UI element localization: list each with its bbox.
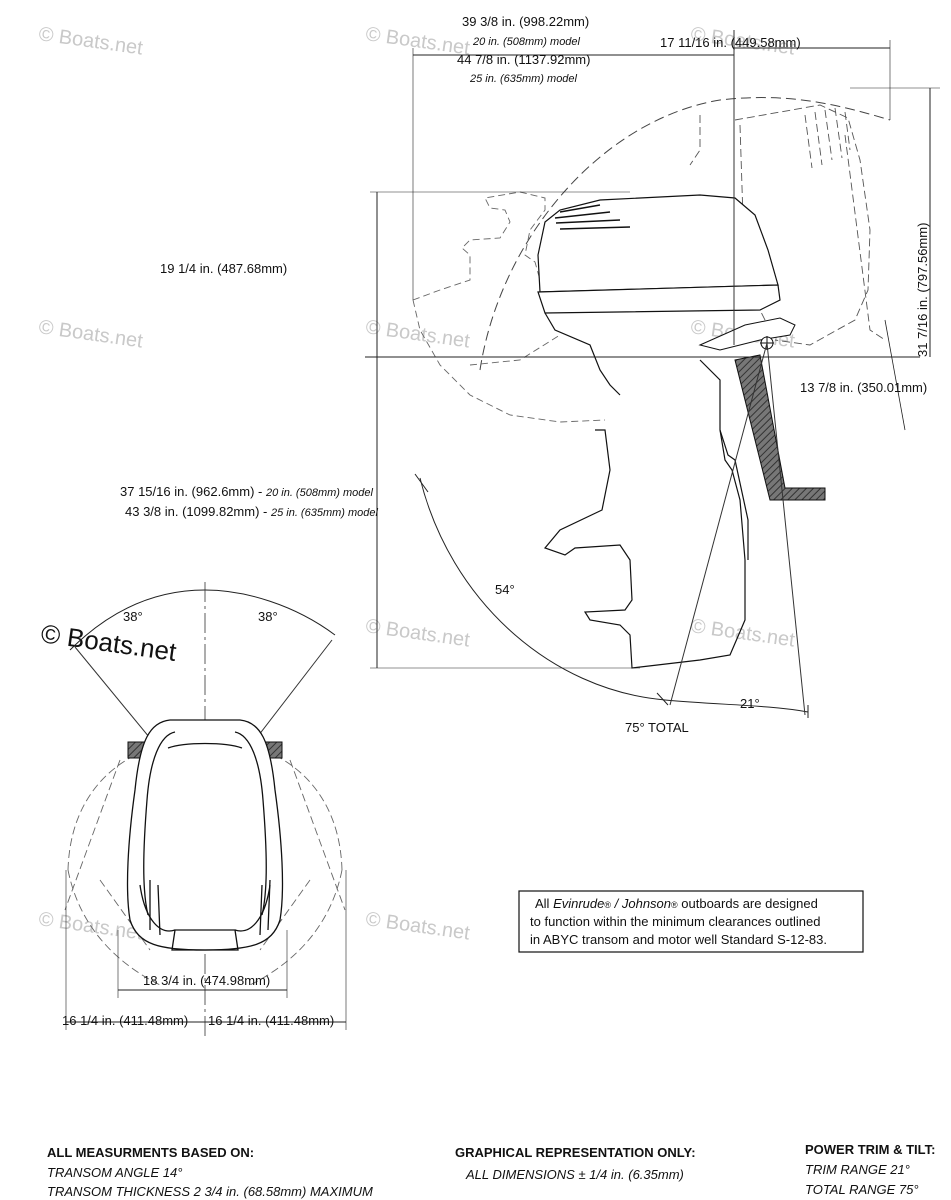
footer-col2-line1: ALL DIMENSIONS ± 1/4 in. (6.35mm): [465, 1167, 684, 1182]
trim-angle-label: 21°: [740, 696, 760, 711]
leg-length-25-label: 43 3/8 in. (1099.82mm) - 25 in. (635mm) …: [125, 504, 379, 519]
cowl-width-label: 18 3/4 in. (474.98mm): [143, 973, 270, 988]
tilted-motor-ghost: [689, 104, 886, 346]
top-view-labels: 38° 38° 18 3/4 in. (474.98mm) 16 1/4 in.…: [62, 609, 334, 1028]
overall-length-20: 39 3/8 in. (998.22mm): [462, 14, 589, 29]
swing-right-label: 16 1/4 in. (411.48mm): [208, 1013, 334, 1028]
swing-left-label: 16 1/4 in. (411.48mm): [62, 1013, 188, 1028]
forward-reach-label: 17 11/16 in. (449.58mm): [660, 35, 801, 50]
steer-left-label: 38°: [123, 609, 143, 624]
note-line-2: to function within the minimum clearance…: [530, 914, 820, 929]
footer-col1-line2: TRANSOM THICKNESS 2 3/4 in. (68.58mm) MA…: [47, 1184, 373, 1199]
footer-col3-line2: TOTAL RANGE 75°: [805, 1182, 919, 1197]
footer-col3-title: POWER TRIM & TILT:: [805, 1142, 935, 1157]
side-view: [365, 30, 940, 718]
dim-tilt-offset: [884, 319, 906, 431]
forward-motor-ghost: [412, 191, 606, 423]
note-line-1: All Evinrude® / Johnson® outboards are d…: [535, 896, 818, 911]
trim-ray-2: [766, 342, 806, 716]
tilt-sweep-arc: [419, 477, 809, 713]
note-line-3: in ABYC transom and motor well Standard …: [530, 932, 827, 947]
side-view-labels: 39 3/8 in. (998.22mm) 20 in. (508mm) mod…: [120, 14, 930, 735]
tilt-offset-label: 13 7/8 in. (350.01mm): [800, 380, 927, 395]
watermark-main: © Boats.net: [39, 618, 179, 667]
steer-right-label: 38°: [258, 609, 278, 624]
total-angle-label: 75° TOTAL: [625, 720, 689, 735]
overall-length-20-model: 20 in. (508mm) model: [472, 36, 581, 48]
watermark-4: © Boats.net: [37, 316, 144, 352]
footer-col3-line1: TRIM RANGE 21°: [805, 1162, 910, 1177]
tilt-angle-label: 54°: [495, 582, 515, 597]
transom-bracket: [734, 354, 826, 501]
watermark-7: © Boats.net: [364, 615, 471, 651]
watermark-2: © Boats.net: [364, 23, 471, 59]
footer-col1-title: ALL MEASURMENTS BASED ON:: [47, 1145, 254, 1160]
watermark-8: © Boats.net: [689, 615, 796, 651]
trim-ray-1: [669, 342, 768, 706]
cowl-top: [126, 719, 284, 951]
footer-col1-line1: TRANSOM ANGLE 14°: [47, 1165, 182, 1180]
leg-length-20-label: 37 15/16 in. (962.6mm) - 20 in. (508mm) …: [120, 484, 374, 499]
overall-length-25: 44 7/8 in. (1137.92mm): [457, 52, 590, 67]
overall-length-25-model: 25 in. (635mm) model: [469, 73, 578, 85]
tilt-height-label: 31 7/16 in. (797.56mm): [915, 223, 930, 357]
motor-cowl: [537, 194, 781, 396]
watermark-10: © Boats.net: [364, 908, 471, 944]
height-above-bracket-label: 19 1/4 in. (487.68mm): [160, 261, 287, 276]
watermark-1: © Boats.net: [37, 23, 144, 59]
footer: ALL MEASURMENTS BASED ON: TRANSOM ANGLE …: [47, 1142, 935, 1199]
footer-col2-title: GRAPHICAL REPRESENTATION ONLY:: [455, 1145, 696, 1160]
clamp-bracket: [698, 317, 796, 351]
abyc-note: All Evinrude® / Johnson® outboards are d…: [518, 890, 864, 953]
motor-leg: [543, 359, 749, 669]
top-view: [64, 582, 347, 1040]
